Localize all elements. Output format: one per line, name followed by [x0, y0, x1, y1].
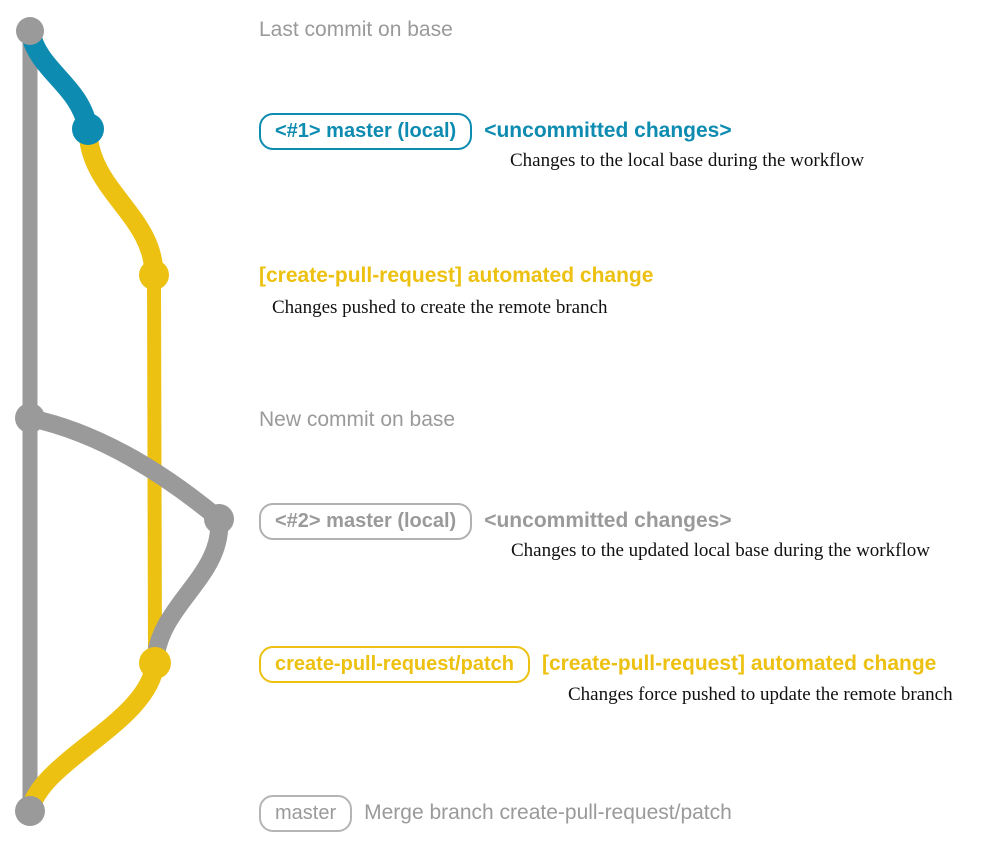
row-merge-commit: master Merge branch create-pull-request/…	[259, 795, 732, 832]
branch-chip-master[interactable]: master	[259, 795, 353, 832]
subtext-automated-change-1: Changes pushed to create the remote bran…	[272, 297, 608, 318]
local2-to-patch-line	[146, 510, 229, 672]
subtext-automated-change-2: Changes force pushed to update the remot…	[568, 684, 953, 705]
commit-message-base-head: Last commit on base	[259, 18, 453, 41]
row-last-commit-on-base: Last commit on base	[259, 18, 453, 42]
commit-message-patch-2: [create-pull-request] automated change	[541, 652, 937, 675]
commit-node-local-2[interactable]	[204, 504, 234, 534]
row-local-uncommitted-2: <#2> master (local) <uncommitted changes…	[259, 503, 732, 540]
subtext-local-uncommitted-2: Changes to the updated local base during…	[511, 540, 930, 561]
commit-message-base-new: New commit on base	[259, 408, 456, 431]
row-new-commit-on-base: New commit on base	[259, 408, 455, 432]
patch-branch-line-1	[78, 119, 164, 285]
row-local-uncommitted-1: <#1> master (local) <uncommitted changes…	[259, 113, 732, 150]
commit-node-patch-1[interactable]	[139, 260, 169, 290]
commit-message-merge: Merge branch create-pull-request/patch	[364, 801, 732, 824]
row-automated-change-2: create-pull-request/patch [create-pull-r…	[259, 646, 936, 683]
commit-node-base-head[interactable]	[16, 17, 44, 45]
commit-node-local-1[interactable]	[72, 113, 104, 145]
local-branch-line-1	[20, 21, 98, 139]
subtext-local-uncommitted-1: Changes to the local base during the wor…	[510, 150, 865, 171]
branch-chip-master-local-2[interactable]: <#2> master (local)	[259, 503, 473, 540]
commit-node-merge[interactable]	[15, 796, 45, 826]
commit-node-patch-2[interactable]	[139, 647, 171, 679]
commit-message-local-2: <uncommitted changes>	[484, 509, 732, 532]
merge-line	[20, 653, 165, 821]
commit-message-patch-1: [create-pull-request] automated change	[259, 264, 654, 287]
branch-chip-create-pull-request-patch[interactable]: create-pull-request/patch	[259, 646, 530, 683]
commit-node-base-new[interactable]	[15, 403, 45, 433]
branch-chip-master-local-1[interactable]: <#1> master (local)	[259, 113, 473, 150]
local-branch-line-2	[21, 409, 228, 528]
row-automated-change-1: [create-pull-request] automated change	[259, 264, 653, 288]
commit-message-local-1: <uncommitted changes>	[484, 119, 732, 142]
